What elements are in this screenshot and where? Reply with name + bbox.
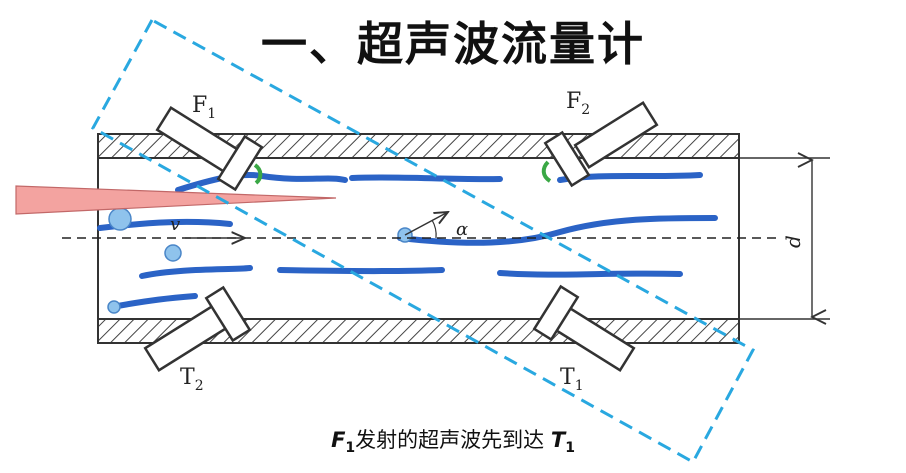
transducer-t1 [532, 284, 636, 372]
transducer-f2 [543, 101, 659, 188]
label-t1: T1 [560, 365, 584, 394]
pointer-triangle [15, 185, 337, 215]
caption: F1发射的超声波先到达 T1 [331, 428, 575, 457]
velocity-indicator: v [170, 214, 245, 238]
velocity-label: v [170, 214, 180, 235]
flow-streamlines [97, 171, 718, 310]
page-title: 一、超声波流量计 [261, 17, 645, 71]
angle-label: α [456, 219, 468, 240]
transducer-f1 [155, 106, 264, 192]
diameter-dimension [739, 158, 830, 319]
transducer-t2 [143, 285, 252, 372]
angle-indicator: α [404, 212, 468, 240]
label-f2: F2 [566, 89, 590, 118]
bubbles [107, 207, 413, 314]
label-f1: F1 [192, 93, 216, 122]
label-t2: T2 [180, 365, 204, 394]
diameter-label: d [781, 235, 805, 248]
